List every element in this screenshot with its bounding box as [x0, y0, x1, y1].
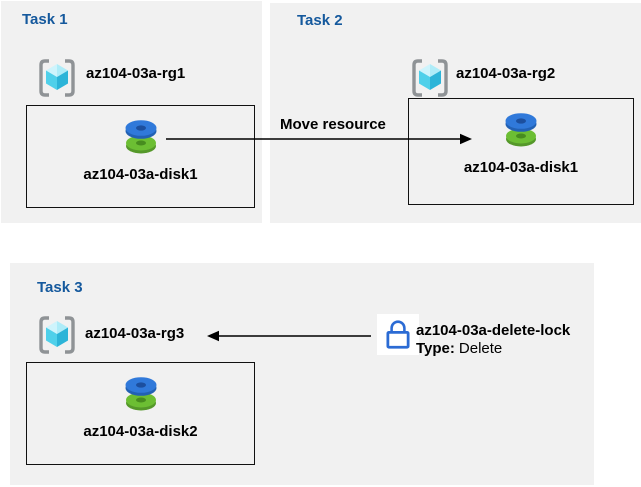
- task1-title: Task 1: [22, 11, 68, 28]
- resource-group-icon: [39, 316, 75, 354]
- task2-title: Task 2: [297, 12, 343, 29]
- disk-label: az104-03a-disk1: [83, 166, 198, 183]
- task2-resource-box: az104-03a-disk1: [408, 98, 634, 205]
- task3-panel: Task 3 az104-03a-rg3 az104-03a-disk2: [10, 263, 594, 485]
- resource-group-label: az104-03a-rg1: [86, 65, 186, 82]
- task1-panel: Task 1 az104-03a-rg1 az104-03a-disk1: [1, 1, 262, 223]
- delete-lock-type-row: Type:Delete: [416, 340, 570, 358]
- disk-label: az104-03a-disk1: [463, 159, 579, 176]
- delete-lock-name: az104-03a-delete-lock: [416, 322, 571, 339]
- task3-resource-box: az104-03a-disk2: [26, 362, 255, 465]
- task2-panel: Task 2 az104-03a-rg2 az104-03a-disk1: [270, 3, 641, 223]
- delete-lock-box: [377, 314, 419, 355]
- resource-group-label: az104-03a-rg3: [85, 325, 185, 342]
- disk-icon: [505, 113, 537, 147]
- disk-icon: [125, 377, 156, 411]
- resource-group-label: az104-03a-rg2: [456, 65, 556, 82]
- lock-type-label: Type:: [416, 340, 455, 357]
- task1-resource-box: az104-03a-disk1: [26, 105, 255, 208]
- move-resource-label: Move resource: [280, 116, 386, 133]
- task3-title: Task 3: [37, 279, 83, 296]
- disk-label: az104-03a-disk2: [83, 423, 198, 440]
- disk-icon: [125, 120, 156, 154]
- delete-lock-text: az104-03a-delete-lock Type:Delete: [416, 322, 570, 358]
- resource-group-icon: [39, 59, 75, 97]
- lock-type-value: Delete: [458, 340, 503, 357]
- lock-icon: [386, 319, 410, 349]
- resource-group-icon: [412, 59, 448, 97]
